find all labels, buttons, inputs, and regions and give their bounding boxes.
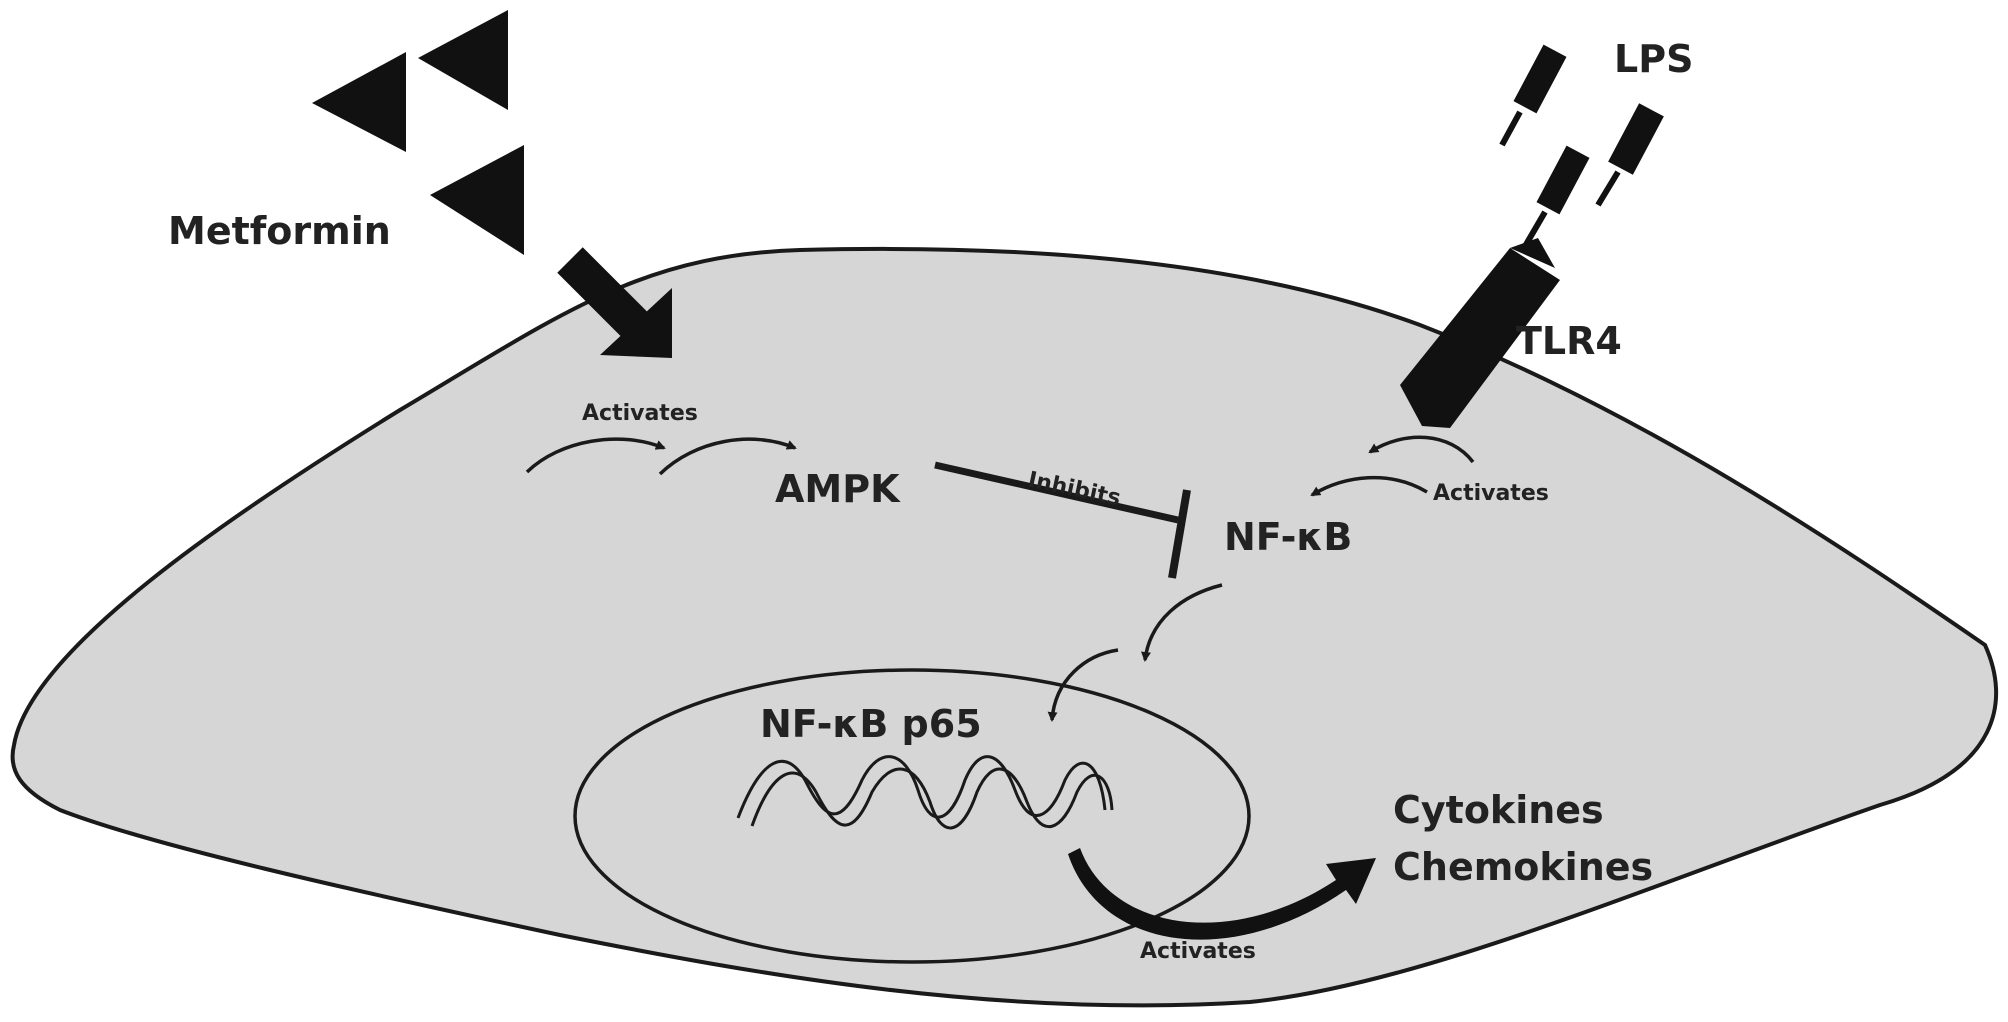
activation-arrow <box>1310 475 1428 497</box>
inhibition-line <box>934 461 1179 524</box>
activation-arrow <box>1368 435 1475 464</box>
triangle-icon <box>312 52 406 152</box>
inhibition-bar <box>1168 489 1191 579</box>
lps-chain-icon <box>1595 103 1664 207</box>
activation-arrow <box>525 437 666 474</box>
nfkb-label: NF-κB <box>1224 515 1352 559</box>
tlr4-receptor <box>1400 238 1560 428</box>
activation-arrow <box>658 437 797 476</box>
chemokines-label: Chemokines <box>1393 845 1653 889</box>
triangle-icon <box>418 10 508 110</box>
triangle-icon <box>430 145 524 255</box>
cell-membrane <box>10 246 1999 1008</box>
activates-label-tlr4: Activates <box>1433 481 1549 506</box>
tlr4-label: TLR4 <box>1516 319 1622 363</box>
ampk-label: AMPK <box>775 467 901 511</box>
nfkb-p65-label: NF-κB p65 <box>760 702 982 746</box>
lps-chain-icon <box>1499 44 1567 147</box>
activates-label-nucleus: Activates <box>1140 939 1256 964</box>
translocation-arrow <box>1047 648 1119 722</box>
metformin-entry-arrow <box>557 247 672 358</box>
dna-helix-icon <box>736 755 1114 830</box>
metformin-molecules <box>312 10 524 255</box>
cytokine-activation-arrow <box>1068 848 1376 940</box>
lps-chain-icon <box>1521 145 1590 250</box>
cytokines-label: Cytokines <box>1393 788 1604 832</box>
activates-label-metformin: Activates <box>582 401 698 426</box>
lps-molecules <box>1499 44 1664 250</box>
metformin-label: Metformin <box>168 209 391 253</box>
lps-label: LPS <box>1614 37 1693 81</box>
translocation-arrow <box>1141 583 1223 662</box>
nucleus <box>573 668 1251 964</box>
